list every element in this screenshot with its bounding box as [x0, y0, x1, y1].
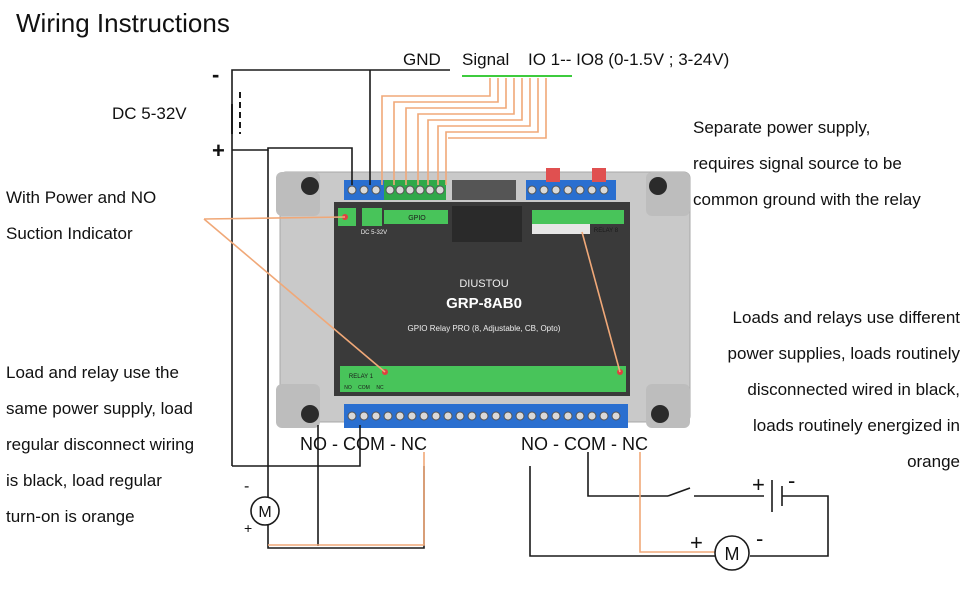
terminal-label-left: NO - COM - NC [300, 434, 427, 454]
gpio-header: GPIO [408, 215, 426, 222]
terminal-screw [503, 411, 513, 421]
separate-supply-note: Separate power supply, requires signal s… [693, 118, 921, 209]
terminal-label-right: NO - COM - NC [521, 434, 648, 454]
motor-right-minus: - [756, 526, 764, 551]
terminal-screw [599, 185, 609, 195]
terminal-screw [359, 185, 369, 195]
pin-no: NO [344, 385, 352, 391]
motor-right-icon [714, 535, 750, 571]
board-subtitle: GPIO Relay PRO (8, Adjustable, CB, Opto) [408, 324, 561, 333]
terminal-screw [395, 185, 405, 195]
pin-nc: NC [376, 385, 384, 391]
relay8-label: RELAY 8 [594, 228, 619, 234]
black-wires [231, 69, 829, 557]
pin-com: COM [358, 385, 370, 391]
terminal-screw [539, 411, 549, 421]
terminal-screw [383, 411, 393, 421]
page-title: Wiring Instructions [16, 8, 230, 38]
terminal-screw [467, 411, 477, 421]
terminal-screw [347, 411, 357, 421]
terminal-screw [599, 411, 609, 421]
mounting-hole [651, 405, 669, 423]
terminal-screw [419, 411, 429, 421]
terminal-screw [491, 411, 501, 421]
battery-minus: - [212, 62, 220, 87]
terminal-screw [551, 185, 561, 195]
terminal-screw [395, 411, 405, 421]
terminal-screw [431, 411, 441, 421]
power-header: DC 5-32V [361, 230, 387, 236]
terminal-screw [407, 411, 417, 421]
terminal-screw [371, 411, 381, 421]
motor-right-plus: + [690, 530, 703, 555]
terminal-screw [527, 185, 537, 195]
terminal-screw [415, 185, 425, 195]
terminal-screw [587, 185, 597, 195]
terminal-screw [515, 411, 525, 421]
mounting-hole [649, 177, 667, 195]
mounting-hole [301, 177, 319, 195]
board-brand: DIUSTOU [459, 278, 508, 290]
board-model: GRP-8AB0 [446, 295, 522, 312]
terminal-screw [587, 411, 597, 421]
different-supply-note: Loads and relays use different power sup… [727, 308, 960, 471]
motor-left-icon [250, 496, 280, 526]
terminal-screw [611, 411, 621, 421]
terminal-screw [575, 185, 585, 195]
terminal-screw [347, 185, 357, 195]
terminal-screws-bottom [347, 411, 621, 421]
terminal-screw [455, 411, 465, 421]
same-supply-note: Load and relay use the same power supply… [6, 363, 195, 526]
terminal-screw [405, 185, 415, 195]
relay1-label: RELAY 1 [349, 374, 374, 380]
motor-left-plus: + [244, 520, 253, 536]
terminal-screw [563, 411, 573, 421]
terminal-screws-top [347, 185, 609, 195]
power-supply-label: DC 5-32V [112, 104, 187, 123]
terminal-screw [551, 411, 561, 421]
terminal-screw [425, 185, 435, 195]
relay-board [276, 168, 691, 428]
motor-left-minus: - [244, 478, 250, 495]
motor-right-label: M [725, 544, 740, 564]
battery-right-plus: + [752, 472, 765, 497]
terminal-screw [527, 411, 537, 421]
gpio-terminal [384, 180, 446, 200]
terminal-screw [385, 185, 395, 195]
signal-label: Signal [462, 50, 510, 69]
terminal-screw [575, 411, 585, 421]
terminal-screw [371, 185, 381, 195]
battery-right-minus: - [788, 468, 796, 493]
gnd-label: GND [403, 50, 441, 69]
mounting-hole [301, 405, 319, 423]
io-label: IO 1-- IO8 (0-1.5V ; 3-24V) [528, 50, 730, 69]
terminal-screw [359, 411, 369, 421]
orange-wires [203, 78, 715, 553]
terminal-screw [563, 185, 573, 195]
indicator-note: With Power and NO Suction Indicator [6, 188, 157, 243]
motor-left-label: M [258, 504, 271, 521]
header-pins [452, 180, 516, 200]
terminal-screw [539, 185, 549, 195]
battery-plus: + [212, 138, 225, 163]
terminal-screw [479, 411, 489, 421]
terminal-screw [443, 411, 453, 421]
terminal-screw [435, 185, 445, 195]
